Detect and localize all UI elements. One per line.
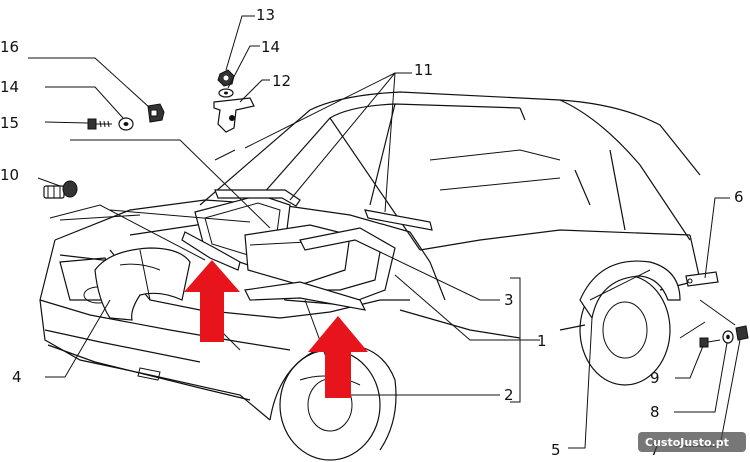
callout-2: 2	[504, 386, 514, 404]
arrow-left-icon	[184, 260, 240, 342]
watermark: CustoJusto.pt	[638, 432, 746, 452]
bolt-9-icon	[699, 337, 721, 348]
callout-5: 5	[551, 441, 561, 459]
hardware-icons	[43, 69, 749, 348]
callout-1: 1	[537, 332, 547, 350]
callout-14-left: 14	[0, 78, 19, 96]
callout-3: 3	[504, 291, 514, 309]
callout-16: 16	[0, 38, 19, 56]
callout-10: 10	[0, 166, 19, 184]
washer-8-icon	[722, 330, 734, 344]
clip-7-icon	[735, 325, 749, 341]
red-arrows	[184, 260, 368, 398]
screw-15-icon	[87, 118, 112, 130]
washer-14-icon	[118, 117, 134, 131]
seal-parts	[181, 189, 719, 311]
arrow-right-icon	[308, 316, 368, 398]
car-body	[39, 91, 701, 421]
washer-14-top-icon	[218, 88, 234, 98]
nut-13-icon	[217, 69, 235, 87]
rear-wheel-liner	[579, 260, 681, 386]
front-liner	[94, 247, 191, 321]
clip-16-icon	[147, 103, 165, 123]
callout-11: 11	[414, 61, 433, 79]
callout-6: 6	[734, 188, 744, 206]
callout-9: 9	[650, 369, 660, 387]
callout-13: 13	[256, 6, 275, 24]
callout-14-top: 14	[261, 38, 280, 56]
watermark-text: CustoJusto.pt	[645, 436, 729, 449]
callout-12: 12	[272, 72, 291, 90]
callout-8: 8	[650, 403, 660, 421]
leader-lines	[28, 15, 741, 449]
bracket-12-icon	[213, 97, 255, 133]
callout-4: 4	[12, 368, 22, 386]
callout-15: 15	[0, 114, 19, 132]
bolt-10-icon	[43, 180, 78, 199]
